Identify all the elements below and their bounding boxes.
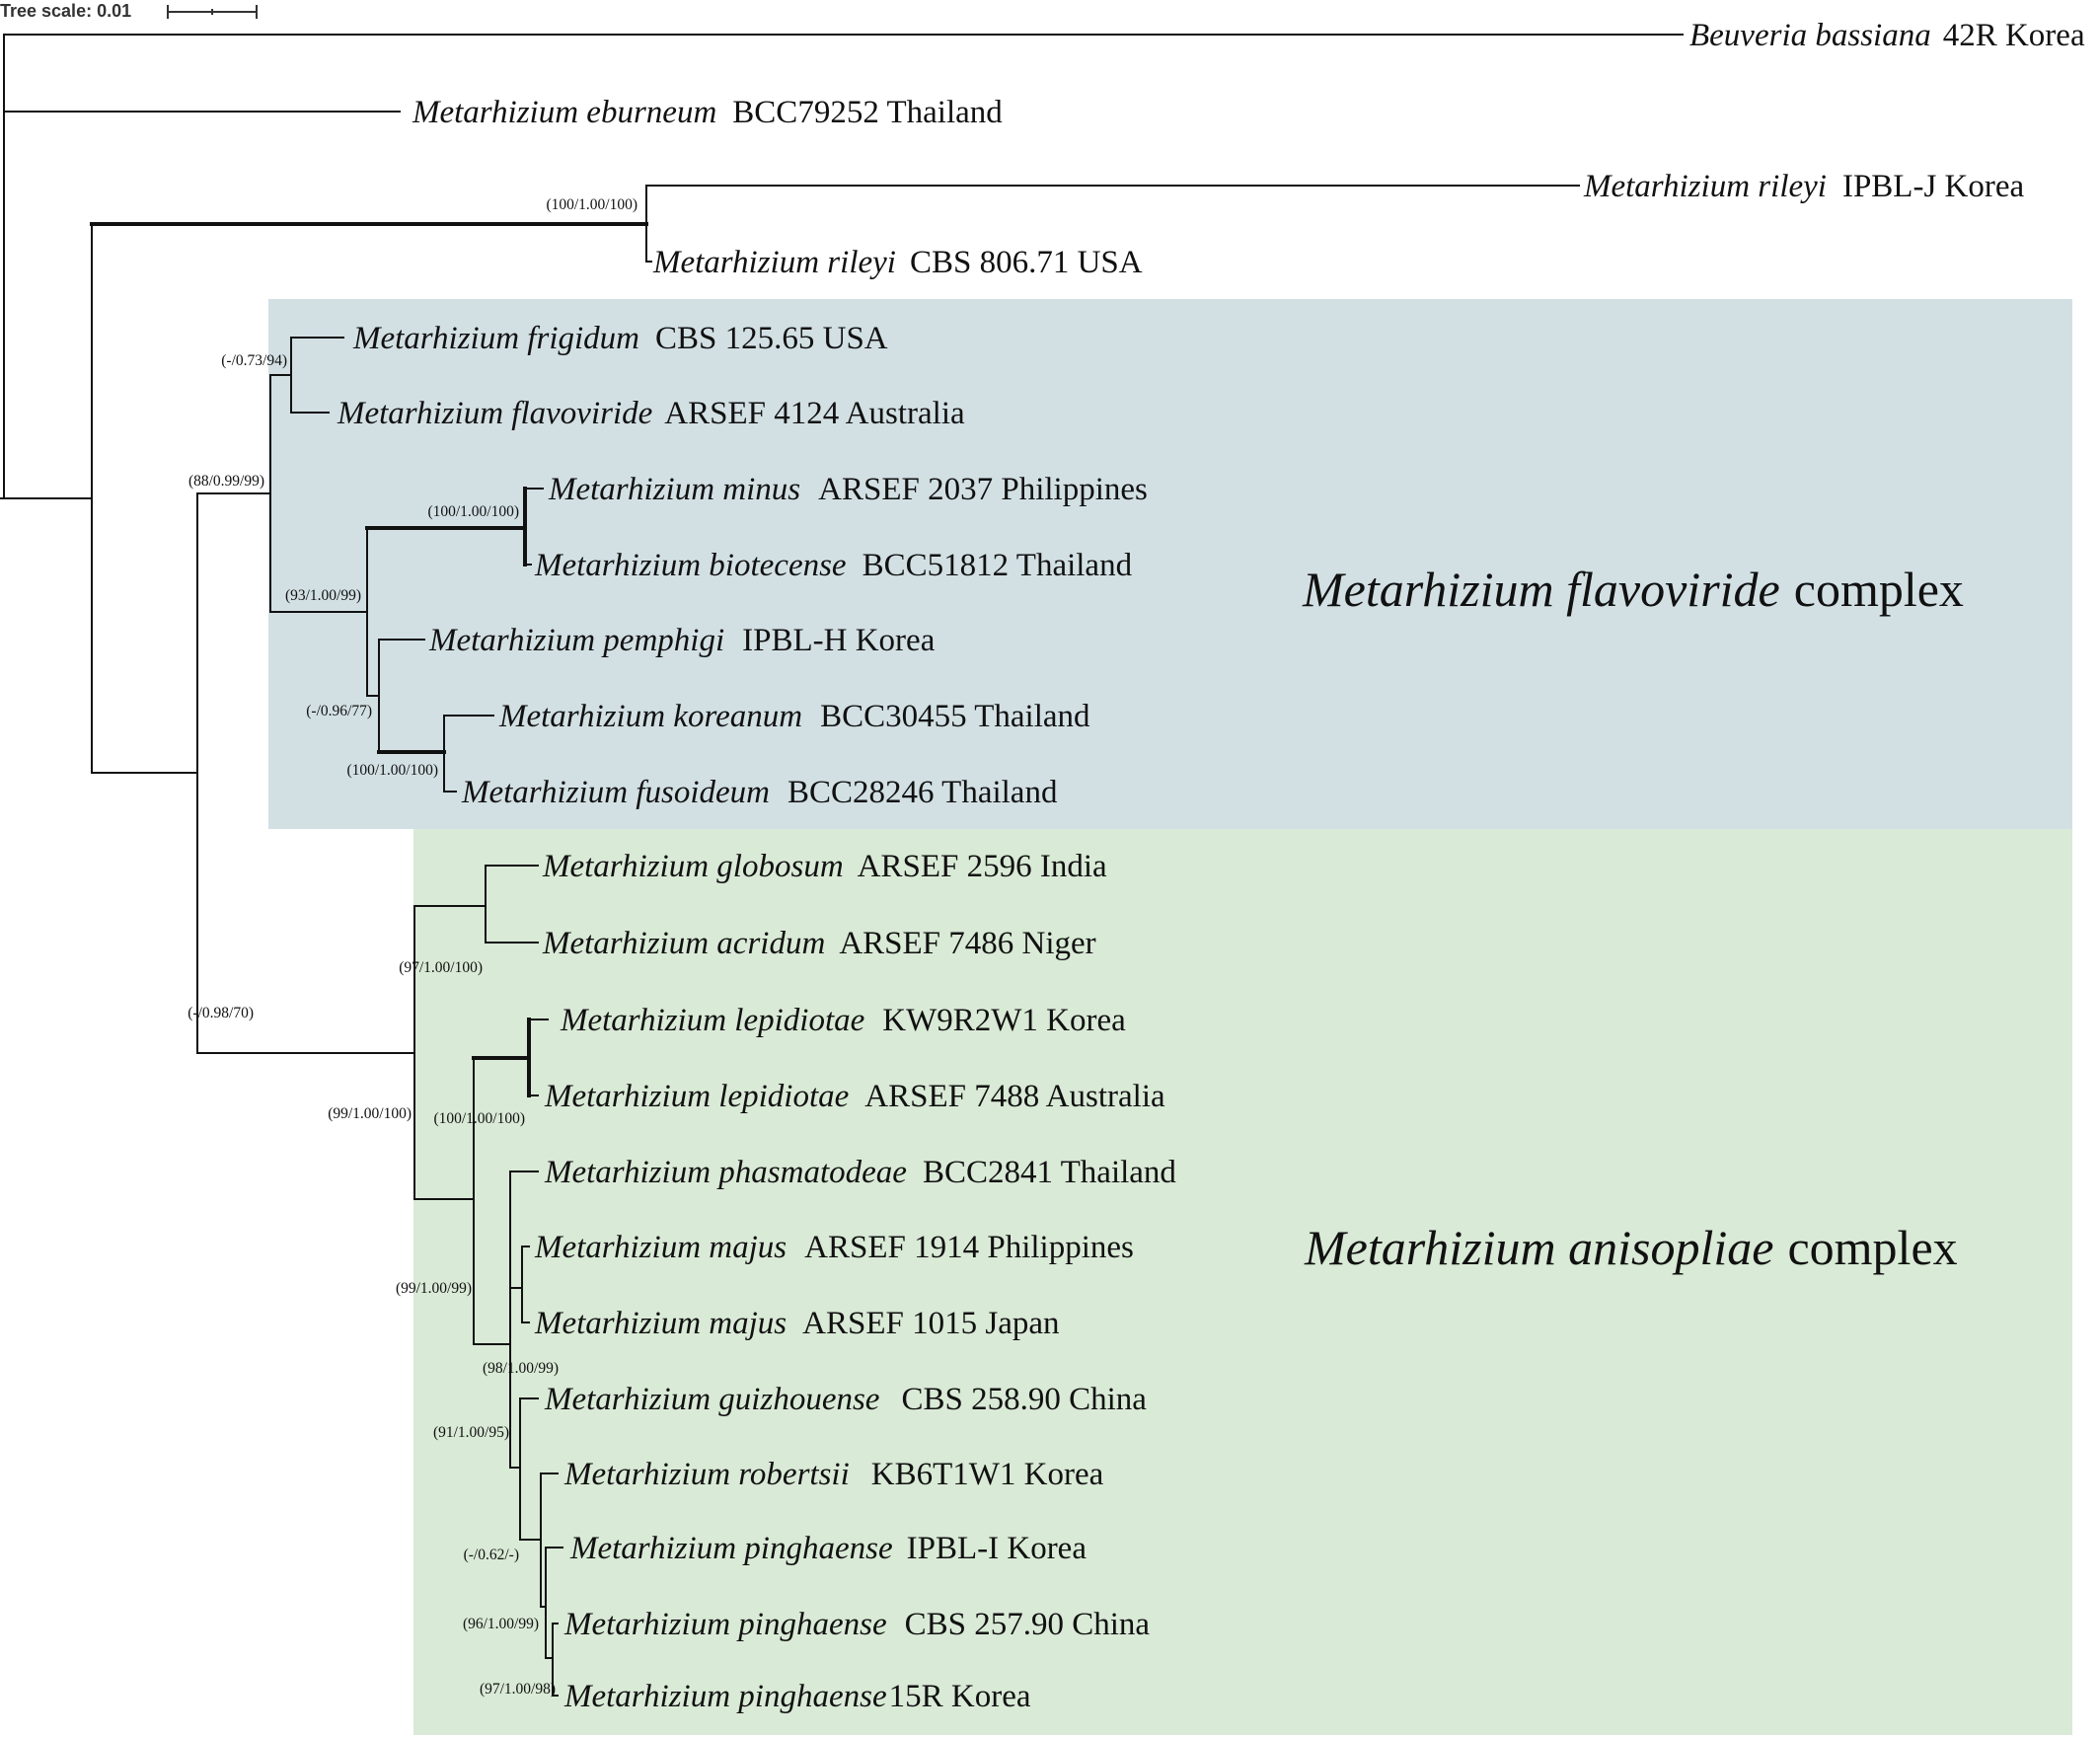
support-value: (100/1.00/100) xyxy=(546,196,638,213)
flavoviride-complex-box xyxy=(268,299,2072,829)
taxon-label: Metarhizium pinghaense15R Korea xyxy=(563,1679,1031,1714)
anisopliae-complex-box xyxy=(413,829,2072,1735)
support-value: (100/1.00/100) xyxy=(427,503,519,520)
tree-branches xyxy=(0,34,1684,1697)
support-value: (91/1.00/95) xyxy=(433,1424,509,1441)
support-value: (99/1.00/100) xyxy=(328,1105,412,1122)
support-values: (100/1.00/100) (-/0.73/94) (88/0.99/99) … xyxy=(188,196,638,1698)
support-value: (99/1.00/99) xyxy=(396,1280,472,1297)
support-value: (-/0.73/94) xyxy=(221,352,287,369)
support-value: (98/1.00/99) xyxy=(483,1360,559,1377)
support-value: (-/0.62/-) xyxy=(464,1547,519,1563)
tree-scale-label: Tree scale: 0.01 xyxy=(0,1,131,21)
support-value: (-/0.96/77) xyxy=(306,703,372,719)
support-value: (96/1.00/99) xyxy=(463,1616,539,1632)
support-value: (93/1.00/99) xyxy=(285,587,361,604)
support-value: (-/0.98/70) xyxy=(188,1005,254,1021)
support-value: (100/1.00/100) xyxy=(433,1110,525,1127)
support-value: (88/0.99/99) xyxy=(188,473,264,490)
support-value: (100/1.00/100) xyxy=(346,762,438,779)
tree-scale-bar xyxy=(167,5,258,19)
support-value: (97/1.00/98) xyxy=(480,1681,556,1698)
support-value: (97/1.00/100) xyxy=(399,959,483,976)
